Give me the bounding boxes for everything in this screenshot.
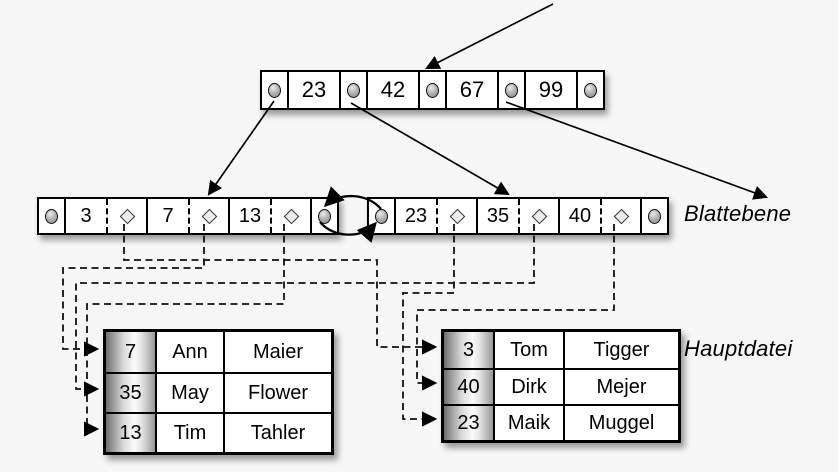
pointer-dot-icon xyxy=(45,208,58,224)
pointer-dot-icon xyxy=(318,208,331,224)
table-key-cell: 40 xyxy=(444,368,493,404)
root-to-leaf-level-arrow xyxy=(505,101,769,200)
record-slot xyxy=(436,199,476,233)
table-cell: Tahler xyxy=(223,412,331,452)
pointer-slot xyxy=(262,72,287,108)
table-key-cell: 35 xyxy=(106,372,155,412)
leaf-key: 7 xyxy=(146,199,188,233)
pointer-dot-icon xyxy=(426,82,439,98)
table-cell: Tigger xyxy=(563,332,678,368)
pointer-slot xyxy=(339,72,366,108)
root-to-left-leaf-arrow xyxy=(207,100,275,196)
record-pointer-diamond-icon xyxy=(449,208,465,224)
leaf-key: 35 xyxy=(476,199,518,233)
table-cell: Tom xyxy=(493,332,563,368)
table-cell: May xyxy=(155,372,223,412)
root-node: 23 42 67 99 xyxy=(260,70,605,110)
pointer-slot xyxy=(310,199,337,233)
pointer-dot-icon xyxy=(505,82,518,98)
pointer-dot-icon xyxy=(584,82,597,98)
root-to-right-leaf-arrow xyxy=(350,102,510,196)
leaf-key: 23 xyxy=(394,199,436,233)
main-file-table-right: 3 Tom Tigger 40 Dirk Mejer 23 Maik Mugge… xyxy=(441,329,681,443)
record-slot xyxy=(600,199,640,233)
leaf-key: 3 xyxy=(64,199,106,233)
pointer-slot xyxy=(418,72,445,108)
table-cell: Maier xyxy=(223,332,331,372)
record-pointer-diamond-icon xyxy=(613,208,629,224)
record-slot xyxy=(188,199,228,233)
root-key: 23 xyxy=(287,72,339,108)
table-key-cell: 3 xyxy=(444,332,493,368)
record-pointer-diamond-icon xyxy=(119,208,135,224)
pointer-slot xyxy=(640,199,667,233)
table-key-cell: 13 xyxy=(106,412,155,452)
record-slot xyxy=(518,199,558,233)
pointer-slot xyxy=(497,72,524,108)
root-key: 99 xyxy=(524,72,576,108)
pointer-dot-icon xyxy=(268,82,281,98)
root-key: 42 xyxy=(366,72,418,108)
pointer-slot xyxy=(39,199,64,233)
record-pointer-diamond-icon xyxy=(201,208,217,224)
table-key-cell: 7 xyxy=(106,332,155,372)
table-cell: Maik xyxy=(493,404,563,440)
leaf-key: 40 xyxy=(558,199,600,233)
leaf-level-label: Blattebene xyxy=(684,201,792,226)
main-file-table-left: 7 Ann Maier 35 May Flower 13 Tim Tahler xyxy=(103,329,334,455)
record-slot xyxy=(270,199,310,233)
record-pointer-diamond-icon xyxy=(283,208,299,224)
root-key: 67 xyxy=(445,72,497,108)
table-cell: Ann xyxy=(155,332,223,372)
table-cell: Flower xyxy=(223,372,331,412)
pointer-slot xyxy=(576,72,603,108)
pointer-dot-icon xyxy=(648,208,661,224)
record-slot xyxy=(106,199,146,233)
table-cell: Dirk xyxy=(493,368,563,404)
table-key-cell: 23 xyxy=(444,404,493,440)
table-cell: Tim xyxy=(155,412,223,452)
leaf-node-right: 23 35 40 xyxy=(367,197,669,235)
pointer-dot-icon xyxy=(375,208,388,224)
table-cell: Mejer xyxy=(563,368,678,404)
pointer-dot-icon xyxy=(347,82,360,98)
record-pointer-diamond-icon xyxy=(531,208,547,224)
pointer-slot xyxy=(369,199,394,233)
main-file-label: Hauptdatei xyxy=(684,336,793,361)
leaf-node-left: 3 7 13 xyxy=(37,197,339,235)
leaf-key: 13 xyxy=(228,199,270,233)
incoming-root-arrow xyxy=(425,3,554,69)
table-cell: Muggel xyxy=(563,404,678,440)
